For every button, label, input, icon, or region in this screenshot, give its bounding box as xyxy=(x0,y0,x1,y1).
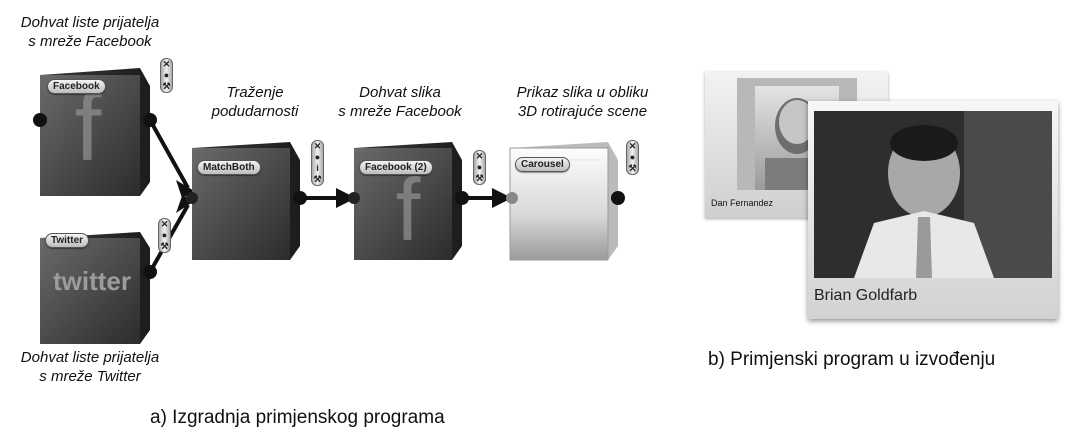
twitter-controls[interactable]: ✕ ● ⚒ xyxy=(158,218,171,253)
twitter-block[interactable]: twitter xyxy=(40,232,157,344)
back-card-name: Dan Fernandez xyxy=(711,198,774,208)
match-label: Traženje podudarnosti xyxy=(190,83,320,121)
wrench-icon[interactable]: ⚒ xyxy=(313,174,322,184)
matchboth-controls[interactable]: ✕ ● i ⚒ xyxy=(311,140,324,186)
caption-a: a) Izgradnja primjenskog programa xyxy=(150,407,445,428)
wrench-icon[interactable]: ⚒ xyxy=(160,241,169,251)
twitter-source-label-line1: Dohvat liste prijatelja xyxy=(20,349,160,366)
facebook-block-label: Facebook xyxy=(47,79,106,94)
facebook-block[interactable]: f xyxy=(33,68,157,196)
pipeline-svg: f twitter f xyxy=(33,68,625,344)
display-label: Prikaz slika u obliku 3D rotirajuće scen… xyxy=(495,83,670,121)
bulb-icon[interactable]: ● xyxy=(476,162,483,172)
facebook2-controls[interactable]: ✕ ● ⚒ xyxy=(473,150,486,185)
front-photo-card[interactable]: Brian Goldfarb xyxy=(808,101,1058,319)
display-label-line2: 3D rotirajuće scene xyxy=(517,103,648,120)
twitter-block-label: Twitter xyxy=(45,233,90,248)
close-icon[interactable]: ✕ xyxy=(313,141,322,151)
close-icon[interactable]: ✕ xyxy=(628,141,637,151)
images-label: Dohvat slika s mreže Facebook xyxy=(325,83,475,121)
bulb-icon[interactable]: ● xyxy=(629,152,636,162)
twitter-logo-icon: twitter xyxy=(53,266,131,296)
carousel-controls[interactable]: ✕ ● ⚒ xyxy=(626,140,639,175)
wrench-icon[interactable]: ⚒ xyxy=(628,163,637,173)
arrow-head-3 xyxy=(336,188,356,208)
facebook-controls[interactable]: ✕ ● ⚒ xyxy=(160,58,173,93)
matchboth-input-port[interactable] xyxy=(186,192,198,204)
front-card-name: Brian Goldfarb xyxy=(814,287,918,304)
carousel-block-label: Carousel xyxy=(515,157,570,172)
images-label-line1: Dohvat slika xyxy=(359,84,441,101)
images-label-line2: s mreže Facebook xyxy=(338,103,462,120)
matchboth-block-label: MatchBoth xyxy=(197,160,261,175)
facebook-source-label: Dohvat liste prijatelja s mreže Facebook xyxy=(0,13,185,51)
front-photo-image xyxy=(814,111,1052,278)
carousel-output-port[interactable] xyxy=(611,191,625,205)
bulb-icon[interactable]: ● xyxy=(314,152,321,162)
twitter-source-label-line2: s mreže Twitter xyxy=(39,368,141,385)
facebook-source-label-line2: s mreže Facebook xyxy=(28,33,152,50)
arrow-head-4 xyxy=(492,188,512,208)
wire-facebook-matchboth xyxy=(148,119,190,189)
carousel-input-port[interactable] xyxy=(506,192,518,204)
close-icon[interactable]: ✕ xyxy=(475,151,484,161)
match-label-line2: podudarnosti xyxy=(211,103,299,120)
wrench-icon[interactable]: ⚒ xyxy=(162,81,171,91)
facebook2-logo-icon: f xyxy=(396,160,421,259)
facebook-source-label-line1: Dohvat liste prijatelja xyxy=(20,14,160,31)
display-label-line1: Prikaz slika u obliku xyxy=(516,84,649,101)
caption-b: b) Primjenski program u izvođenju xyxy=(708,349,996,370)
facebook2-input-port[interactable] xyxy=(348,192,360,204)
wrench-icon[interactable]: ⚒ xyxy=(475,173,484,183)
match-label-line1: Traženje xyxy=(226,84,284,101)
facebook2-block-label: Facebook (2) xyxy=(359,160,433,175)
close-icon[interactable]: ✕ xyxy=(160,219,169,229)
facebook-input-port[interactable] xyxy=(33,113,47,127)
person-photo-icon xyxy=(814,111,1052,278)
close-icon[interactable]: ✕ xyxy=(162,59,171,69)
bulb-icon[interactable]: ● xyxy=(161,230,168,240)
twitter-source-label: Dohvat liste prijatelja s mreže Twitter xyxy=(0,348,185,386)
bulb-icon[interactable]: ● xyxy=(163,70,170,80)
info-icon[interactable]: i xyxy=(316,163,319,173)
